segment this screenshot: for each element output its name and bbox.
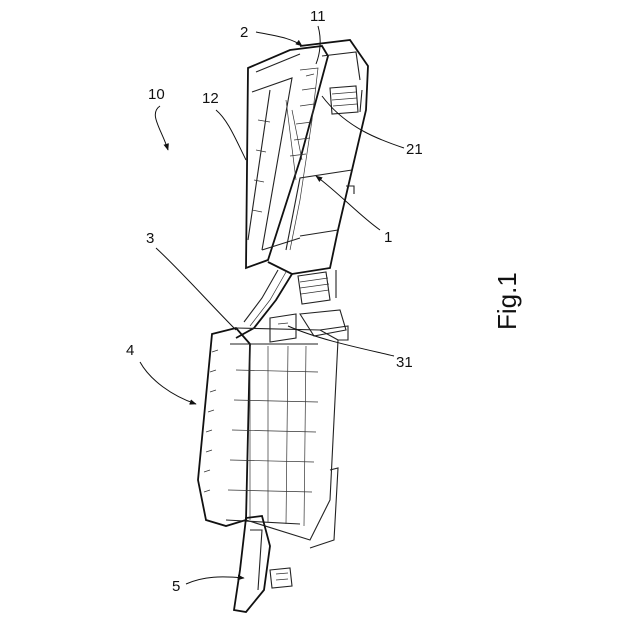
numeral-21: 21 [406, 141, 423, 158]
numeral-12: 12 [202, 90, 219, 107]
numeral-3: 3 [146, 230, 154, 247]
numeral-1: 1 [384, 229, 392, 246]
connector-unit-3 [236, 262, 346, 342]
figure-caption: Fig.1 [492, 272, 522, 330]
numeral-5: 5 [172, 578, 180, 595]
outfeed-conveyor-5 [234, 516, 292, 612]
numeral-2: 2 [240, 24, 248, 41]
numeral-31: 31 [396, 354, 413, 371]
numeral-10: 10 [148, 86, 165, 103]
label-2: 2 [240, 24, 302, 46]
label-5: 5 [172, 577, 244, 595]
label-10: 10 [148, 86, 168, 150]
label-4: 4 [126, 342, 196, 404]
label-3: 3 [146, 230, 236, 330]
label-21: 21 [322, 96, 423, 158]
machine-unit-1 [246, 40, 368, 274]
processing-line-4 [198, 326, 348, 548]
label-12: 12 [202, 90, 246, 160]
label-31: 31 [288, 326, 413, 371]
numeral-11: 11 [310, 8, 326, 25]
numeral-4: 4 [126, 342, 134, 359]
